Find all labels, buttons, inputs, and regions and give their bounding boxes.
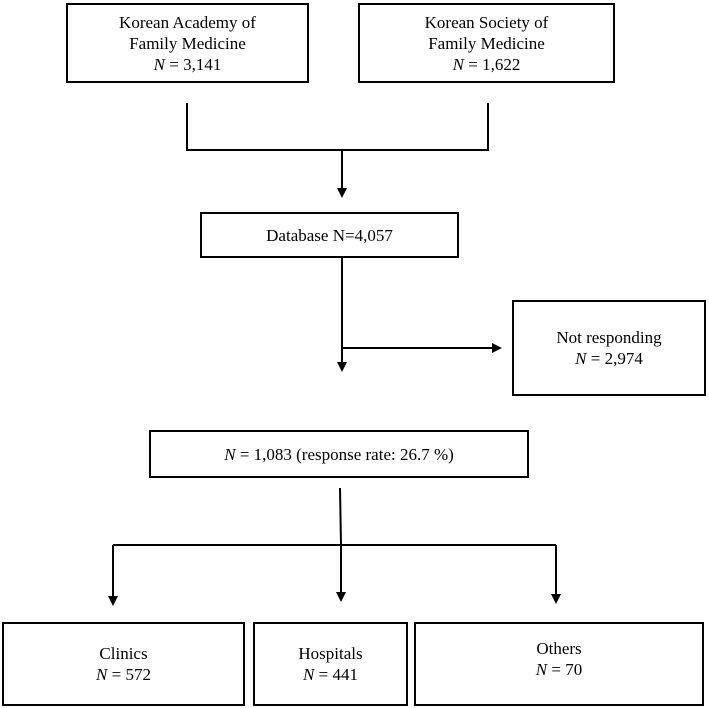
respondents-count: N = 1,083 (response rate: 26.7 %) [224, 444, 454, 465]
hospitals-box: Hospitals N = 441 [253, 622, 408, 706]
n-symbol: N [96, 665, 108, 684]
respondents-box: N = 1,083 (response rate: 26.7 %) [149, 430, 529, 478]
clinics-label: Clinics [99, 644, 148, 663]
split-stem [339, 487, 342, 546]
source-ksfm-box: Korean Society of Family Medicine N = 1,… [358, 3, 615, 83]
n-symbol: N [224, 444, 236, 464]
others-n-value: = 70 [547, 660, 583, 679]
hospitals-label: Hospitals [298, 644, 363, 663]
not-responding-box: Not responding N = 2,974 [512, 300, 706, 396]
not-responding-count: N = 2,974 [575, 348, 643, 369]
others-label: Others [536, 639, 582, 658]
respondents-n-value: = 1,083 (response rate: 26.7 %) [235, 444, 454, 464]
source-ksfm-n-value: = 1,622 [464, 54, 521, 74]
source-ksfm-name-line2: Family Medicine [428, 33, 545, 53]
source-ksfm-name-line1: Korean Society of [424, 12, 549, 32]
source-kafm-box: Korean Academy of Family Medicine N = 3,… [66, 3, 309, 83]
source-kafm-name-line2: Family Medicine [129, 33, 246, 53]
source-kafm-count: N = 3,141 [154, 54, 222, 75]
source-kafm-name-line1: Korean Academy of [119, 12, 256, 32]
hospitals-n-value: = 441 [314, 665, 358, 684]
n-symbol: N [535, 660, 548, 679]
n-symbol: N [575, 349, 587, 368]
not-responding-label: Not responding [556, 328, 662, 347]
n-symbol: N [303, 665, 315, 684]
n-symbol: N [452, 54, 464, 74]
source-ksfm-count: N = 1,622 [453, 54, 521, 75]
hospitals-count: N = 441 [303, 664, 358, 685]
clinics-n-value: = 572 [107, 665, 151, 684]
clinics-box: Clinics N = 572 [2, 622, 245, 706]
not-responding-n-value: = 2,974 [586, 349, 643, 368]
merge-bracket [186, 103, 489, 151]
source-kafm-n-value: = 3,141 [165, 54, 222, 74]
others-count: N = 70 [536, 659, 582, 680]
clinics-count: N = 572 [96, 664, 151, 685]
n-symbol: N [153, 54, 165, 74]
others-box: Others N = 70 [414, 622, 704, 706]
database-box: Database N=4,057 [200, 212, 459, 258]
database-label: Database N=4,057 [266, 225, 393, 245]
